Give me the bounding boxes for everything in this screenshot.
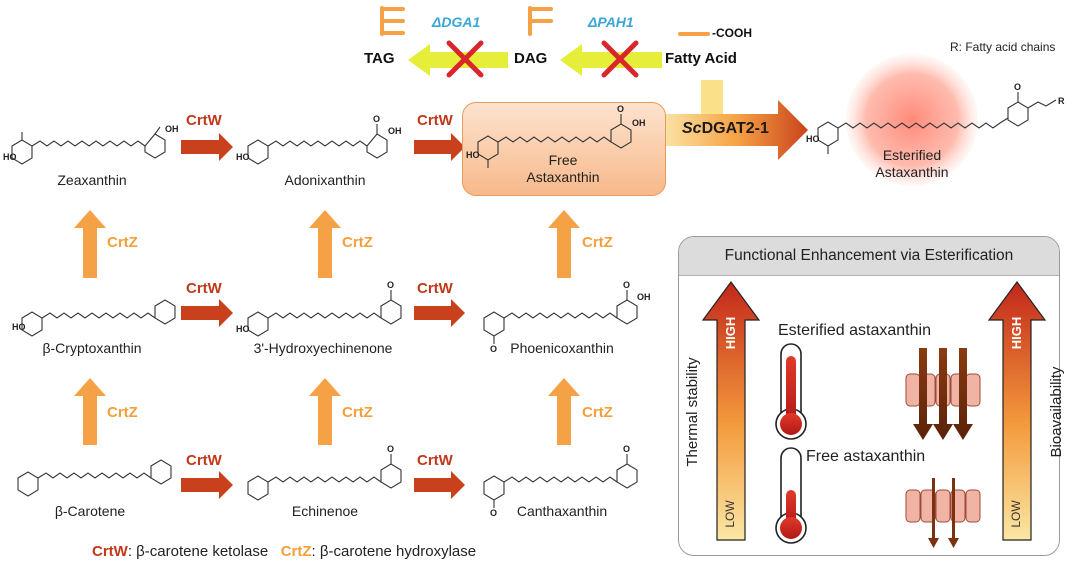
echinenoe-structure <box>247 454 402 501</box>
crtz-arrow-1 <box>74 210 106 278</box>
crtw-label-4: CrtW <box>417 280 453 297</box>
b-cryptoxanthin-ho-label: HO <box>12 322 26 332</box>
dag-to-tag-arrow <box>408 44 508 76</box>
crtw-arrow-4 <box>414 299 465 327</box>
free-asta-o-label: O <box>617 104 625 114</box>
label-ko-pah1: ΔPAH1 <box>588 14 634 30</box>
label-ko-dga1: ΔDGA1 <box>432 14 481 30</box>
zeaxanthin-ho-label: HO <box>3 152 17 162</box>
label-fatty-acid: Fatty Acid <box>665 50 737 67</box>
tag-glyph-icon <box>380 6 405 36</box>
free-asta-ho-label: HO <box>466 150 480 160</box>
thermal-low-label: LOW <box>723 500 737 528</box>
esterified-astaxanthin-structure <box>817 92 1057 154</box>
adonixanthin-ho-label: HO <box>236 152 250 162</box>
crtz-label-6: CrtZ <box>582 404 613 421</box>
dgat-label-rest: DGAT2-1 <box>701 120 769 137</box>
crtz-label-5: CrtZ <box>342 404 373 421</box>
crtw-label-6: CrtW <box>417 452 453 469</box>
dgat-arrow-fill <box>664 100 808 160</box>
phoenicoxanthin-oh-label: OH <box>637 292 651 302</box>
crtw-arrows <box>181 133 465 499</box>
hydroxyechinenone-ho-label: HO <box>236 324 250 334</box>
zeaxanthin-oh-label: OH <box>165 124 179 134</box>
adonixanthin-oh-label: OH <box>388 126 402 136</box>
crtz-arrow-2 <box>309 210 341 278</box>
crtw-label-1: CrtW <box>186 112 222 129</box>
label-free-astaxanthin: Free Astaxanthin <box>526 152 600 185</box>
bioavailability-label: Bioavailability <box>1048 366 1065 458</box>
label-canthaxanthin: Canthaxanthin <box>516 503 608 519</box>
crtz-label-1: CrtZ <box>107 234 138 251</box>
legend-crtz-desc: : β-carotene hydroxylase <box>311 543 477 560</box>
hydroxyechinenone-structure <box>247 290 402 337</box>
lipid-arrows <box>408 44 662 76</box>
label-b-carotene: β-Carotene <box>54 503 126 519</box>
crtw-arrow-2 <box>414 133 465 161</box>
crtz-arrows <box>74 210 580 445</box>
thermal-stability-label: Thermal stability <box>684 357 701 467</box>
crtw-label-5: CrtW <box>186 452 222 469</box>
dgat-label: ScDGAT2-1 <box>682 120 769 138</box>
label-esterified-astaxanthin: Esterified Astaxanthin <box>875 147 949 180</box>
zeaxanthin-structure <box>11 126 166 165</box>
hydroxyechinenone-o-label: O <box>387 280 395 290</box>
crtz-arrow-5 <box>309 378 341 445</box>
lipid-glyphs <box>380 6 710 36</box>
phoenicoxanthin-o2-label: O <box>490 344 498 354</box>
crtz-arrow-4 <box>74 378 106 445</box>
dgat-label-italic: Sc <box>682 120 702 137</box>
crtw-arrow-5 <box>181 471 233 499</box>
label-dag: DAG <box>514 50 548 67</box>
free-asta-oh-label: OH <box>632 118 646 128</box>
bio-high-label: HIGH <box>1009 316 1024 350</box>
esterified-r-label: R <box>1058 96 1065 106</box>
canthaxanthin-o2-label: O <box>490 508 498 518</box>
b-cryptoxanthin-structure <box>21 299 176 337</box>
panel-esterified-label: Esterified astaxanthin <box>778 322 931 339</box>
legend-crtw-desc: : β-carotene ketolase <box>127 543 269 560</box>
label-phoenicoxanthin: Phoenicoxanthin <box>510 340 614 356</box>
panel-title: Functional Enhancement via Esterificatio… <box>679 237 1059 276</box>
knockout-marks <box>446 40 639 78</box>
label-hydroxyechinenone: 3'-Hydroxyechinenone <box>253 340 393 356</box>
phoenicoxanthin-structure <box>483 290 638 344</box>
echinenoe-o-label: O <box>387 444 395 454</box>
thermal-high-label: HIGH <box>723 316 738 350</box>
fa-to-dag-arrow <box>560 44 662 76</box>
esterified-o-label: O <box>1014 82 1022 92</box>
label-r-note: R: Fatty acid chains <box>950 40 1056 54</box>
legend-crtw: CrtW <box>92 543 128 560</box>
esterified-glow <box>846 54 978 186</box>
legend-crtz: CrtZ <box>280 543 312 560</box>
legend: CrtW: β-carotene ketolase CrtZ: β-carote… <box>92 543 476 560</box>
b-carotene-structure <box>17 459 172 497</box>
adonixanthin-o-label: O <box>373 114 381 124</box>
phoenicoxanthin-o-label: O <box>623 280 631 290</box>
fa-connector <box>701 80 723 116</box>
crtz-label-2: CrtZ <box>342 234 373 251</box>
crtw-arrow-1 <box>181 133 233 161</box>
label-echinenoe: Echinenoe <box>291 503 359 519</box>
crtw-arrow-3 <box>181 299 233 327</box>
bio-low-label: LOW <box>1009 500 1023 528</box>
esterified-ho-label: HO <box>806 134 820 144</box>
canthaxanthin-structure <box>483 454 638 508</box>
crtw-arrow-6 <box>414 471 465 499</box>
adonixanthin-structure <box>247 124 388 165</box>
dag-glyph-icon <box>528 6 553 36</box>
canthaxanthin-o-label: O <box>623 444 631 454</box>
crtw-label-3: CrtW <box>186 280 222 297</box>
label-b-cryptoxanthin: β-Cryptoxanthin <box>42 340 142 356</box>
label-zeaxanthin: Zeaxanthin <box>57 172 127 188</box>
label-tag: TAG <box>364 50 395 67</box>
crtz-label-4: CrtZ <box>107 404 138 421</box>
crtz-label-3: CrtZ <box>582 234 613 251</box>
label-cooh: -COOH <box>712 26 752 40</box>
crtw-label-2: CrtW <box>417 112 453 129</box>
crtz-arrow-6 <box>548 378 580 445</box>
crtz-arrow-3 <box>548 210 580 278</box>
panel-free-label: Free astaxanthin <box>806 448 926 465</box>
label-adonixanthin: Adonixanthin <box>284 172 366 188</box>
